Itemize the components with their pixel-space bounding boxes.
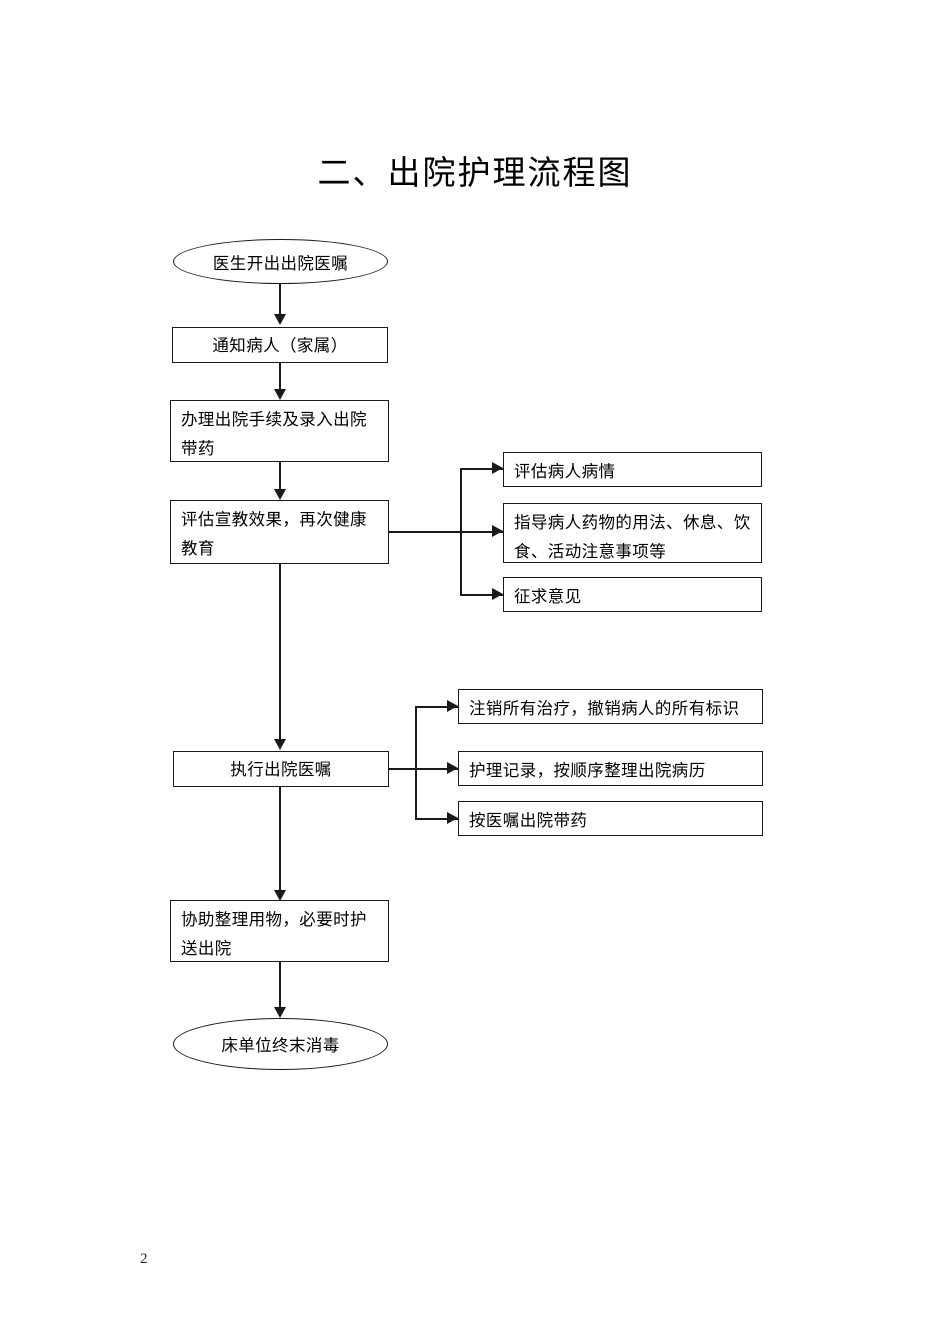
connector-branch-opinion	[460, 594, 503, 596]
connector-branch-cancel	[415, 706, 458, 708]
flow-node-cancel-label: 注销所有治疗，撤销病人的所有标识	[469, 699, 740, 718]
flow-node-end-label: 床单位终末消毒	[221, 1036, 340, 1055]
flow-node-start-label: 医生开出出院医嘱	[212, 253, 349, 273]
flow-node-opinion: 征求意见	[503, 577, 762, 612]
flow-node-cancel: 注销所有治疗，撤销病人的所有标识	[458, 689, 763, 724]
flow-node-guide-label: 指导病人药物的用法、休息、饮食、活动注意事项等	[514, 513, 751, 561]
connector-branch-medicine	[415, 818, 458, 820]
flow-node-assist-label: 协助整理用物，必要时护送出院	[181, 910, 367, 958]
arrowhead-branch-medicine	[447, 812, 458, 824]
flow-node-assess: 评估病人病情	[503, 452, 762, 487]
flow-node-education: 评估宣教效果，再次健康教育	[170, 500, 389, 564]
arrowhead-branch-opinion	[492, 588, 503, 600]
flow-node-notify: 通知病人（家属）	[172, 327, 388, 363]
connector-execute-branch-stem	[389, 768, 458, 770]
flow-node-guide: 指导病人药物的用法、休息、饮食、活动注意事项等	[503, 503, 762, 563]
flow-node-assess-label: 评估病人病情	[514, 462, 616, 481]
flow-node-opinion-label: 征求意见	[514, 587, 582, 606]
flow-node-record: 护理记录，按顺序整理出院病历	[458, 751, 763, 786]
flow-node-procedures: 办理出院手续及录入出院带药	[170, 400, 389, 462]
arrowhead-notify-procedures	[274, 389, 286, 400]
connector-branch-assess	[460, 468, 503, 470]
flow-node-procedures-label: 办理出院手续及录入出院带药	[181, 410, 367, 458]
arrowhead-branch-record	[447, 762, 458, 774]
page-title: 二、出院护理流程图	[317, 156, 633, 192]
connector-execute-branch-trunk	[415, 706, 417, 819]
flow-node-record-label: 护理记录，按顺序整理出院病历	[469, 761, 706, 780]
connector-education-branch-trunk	[460, 468, 462, 595]
flow-node-execute-label: 执行出院医嘱	[230, 760, 332, 779]
flow-node-notify-label: 通知病人（家属）	[212, 336, 348, 355]
flow-node-assist: 协助整理用物，必要时护送出院	[170, 900, 389, 962]
connector-procedures-education	[279, 462, 281, 492]
connector-execute-assist	[279, 787, 281, 898]
flow-node-execute: 执行出院医嘱	[173, 751, 389, 787]
connector-education-branch-stem	[389, 531, 503, 533]
connector-start-notify	[279, 284, 281, 316]
arrowhead-education-execute	[274, 739, 286, 750]
arrowhead-branch-assess	[492, 462, 503, 474]
connector-notify-procedures	[279, 363, 281, 392]
connector-education-execute	[279, 564, 281, 744]
arrowhead-branch-cancel	[447, 700, 458, 712]
page-number: 2	[140, 1251, 148, 1267]
arrowhead-assist-end	[274, 1007, 286, 1018]
flow-node-medicine: 按医嘱出院带药	[458, 801, 763, 836]
flow-node-education-label: 评估宣教效果，再次健康教育	[181, 510, 367, 558]
flow-node-start: 医生开出出院医嘱	[173, 239, 388, 284]
arrowhead-execute-assist	[274, 890, 286, 901]
flow-node-end: 床单位终末消毒	[173, 1018, 388, 1070]
connector-assist-end	[279, 962, 281, 1010]
arrowhead-procedures-education	[274, 489, 286, 500]
arrowhead-branch-guide	[492, 525, 503, 537]
arrowhead-start-notify	[274, 314, 286, 325]
flow-node-medicine-label: 按医嘱出院带药	[469, 811, 588, 830]
